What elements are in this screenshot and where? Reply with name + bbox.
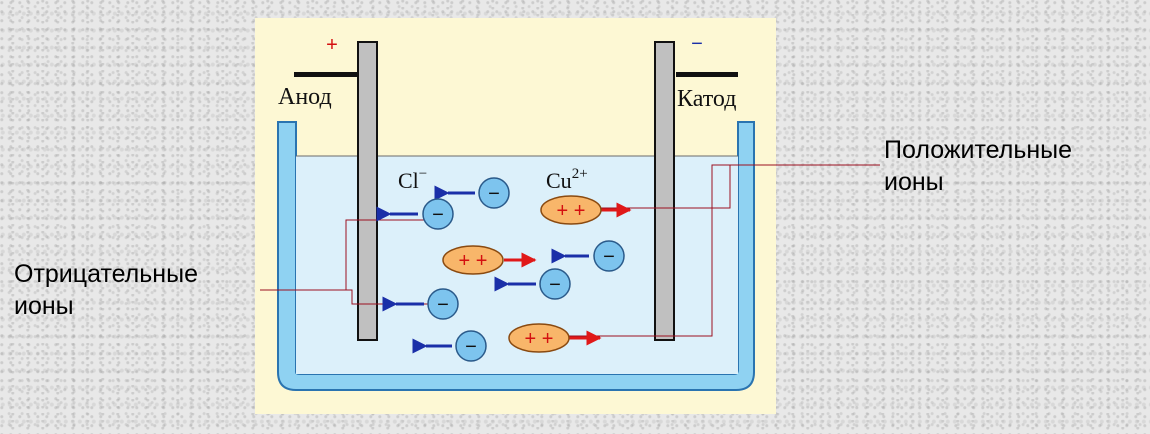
anode-label: Анод [278, 84, 332, 110]
negative-ion-sign: − [465, 336, 477, 358]
positive-ion-ellipse [540, 195, 602, 225]
chloride-charge: − [419, 166, 427, 182]
negative-ion: − [382, 288, 459, 320]
negative-ion-circle [539, 268, 571, 300]
copper-charge: 2+ [572, 166, 588, 182]
chloride-symbol: Cl [398, 168, 419, 193]
negative-ion: − [376, 198, 454, 230]
positive-ions-label: Положительные ионы [884, 134, 1072, 198]
negative-ions-label-line1: Отрицательные [14, 260, 198, 288]
chloride-formula: Cl− [398, 166, 427, 193]
positive-ion-sign: + + [459, 250, 488, 272]
negative-ion-sign: − [437, 294, 449, 316]
negative-ion: − [434, 177, 510, 209]
negative-ion-circle [422, 198, 454, 230]
copper-formula: Cu2+ [546, 166, 588, 193]
cathode-label: Катод [677, 86, 736, 112]
negative-ion-circle [455, 330, 487, 362]
cathode-wire-bar [676, 72, 738, 77]
negative-ion-circle [478, 177, 510, 209]
positive-ion-ellipse [508, 323, 570, 353]
anode-wire-bar [294, 72, 358, 77]
positive-ion: + + [540, 195, 632, 225]
negative-ion: − [551, 240, 625, 272]
negative-ion-sign: − [488, 183, 500, 205]
positive-ions-label-line1: Положительные [884, 136, 1073, 164]
negative-ions-label-line2: ионы [14, 292, 74, 320]
positive-ion: + + [508, 323, 602, 353]
negative-ion-circle [427, 288, 459, 320]
positive-ion-sign: + + [557, 200, 586, 222]
copper-symbol: Cu [546, 168, 572, 193]
negative-ion-sign: − [603, 246, 615, 268]
negative-ions-label: Отрицательные ионы [14, 258, 198, 322]
negative-ion-sign: − [549, 274, 561, 296]
anode-sign: + [326, 34, 338, 56]
anode-electrode [357, 41, 378, 341]
positive-ions-label-line2: ионы [884, 168, 944, 196]
negative-ion: − [412, 330, 487, 362]
negative-ion: − [494, 268, 571, 300]
cathode-sign: − [691, 33, 703, 55]
leader-line-positive-1 [582, 164, 880, 209]
negative-ion-sign: − [432, 204, 444, 226]
negative-ion-circle [593, 240, 625, 272]
leader-line-negative-2 [345, 219, 440, 290]
leader-line-positive-2 [552, 164, 735, 337]
positive-ion: + + [442, 245, 537, 275]
positive-ion-sign: + + [525, 328, 554, 350]
cathode-electrode [654, 41, 675, 341]
positive-ion-ellipse [442, 245, 504, 275]
